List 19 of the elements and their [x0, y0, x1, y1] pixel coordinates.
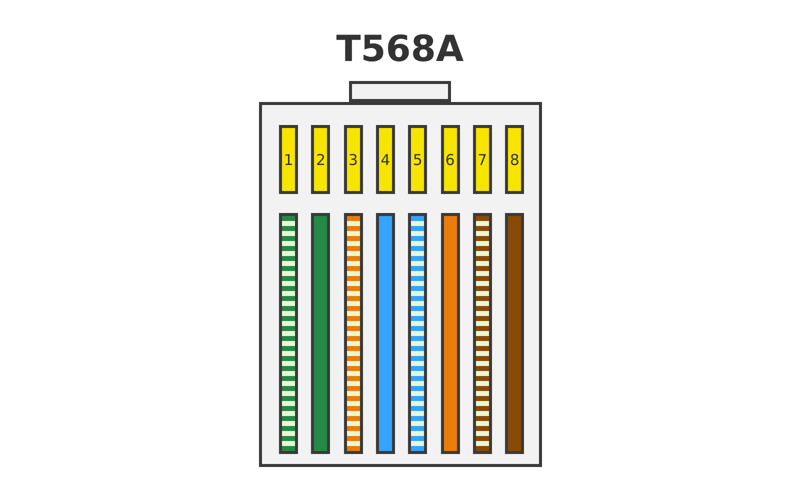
pin-contact: 1	[279, 125, 298, 194]
wire-strand	[440, 213, 460, 454]
wire-strand	[505, 213, 524, 454]
title: T568A	[335, 28, 465, 72]
wire-strand	[472, 213, 492, 454]
wire-strand	[408, 213, 428, 454]
wire-strand	[376, 213, 395, 454]
pin-contact: 7	[472, 125, 492, 194]
connector-body	[259, 102, 542, 467]
latch-tab	[349, 81, 451, 102]
pin-contact: 5	[408, 125, 428, 194]
pin-contact: 2	[311, 125, 330, 194]
pin-contact: 6	[440, 125, 460, 194]
pin-contact: 3	[344, 125, 363, 194]
pin-contact: 4	[376, 125, 395, 194]
wire-strand	[279, 213, 298, 454]
pin-contact: 8	[505, 125, 524, 194]
wire-strand	[344, 213, 363, 454]
wire-strand	[311, 213, 330, 454]
